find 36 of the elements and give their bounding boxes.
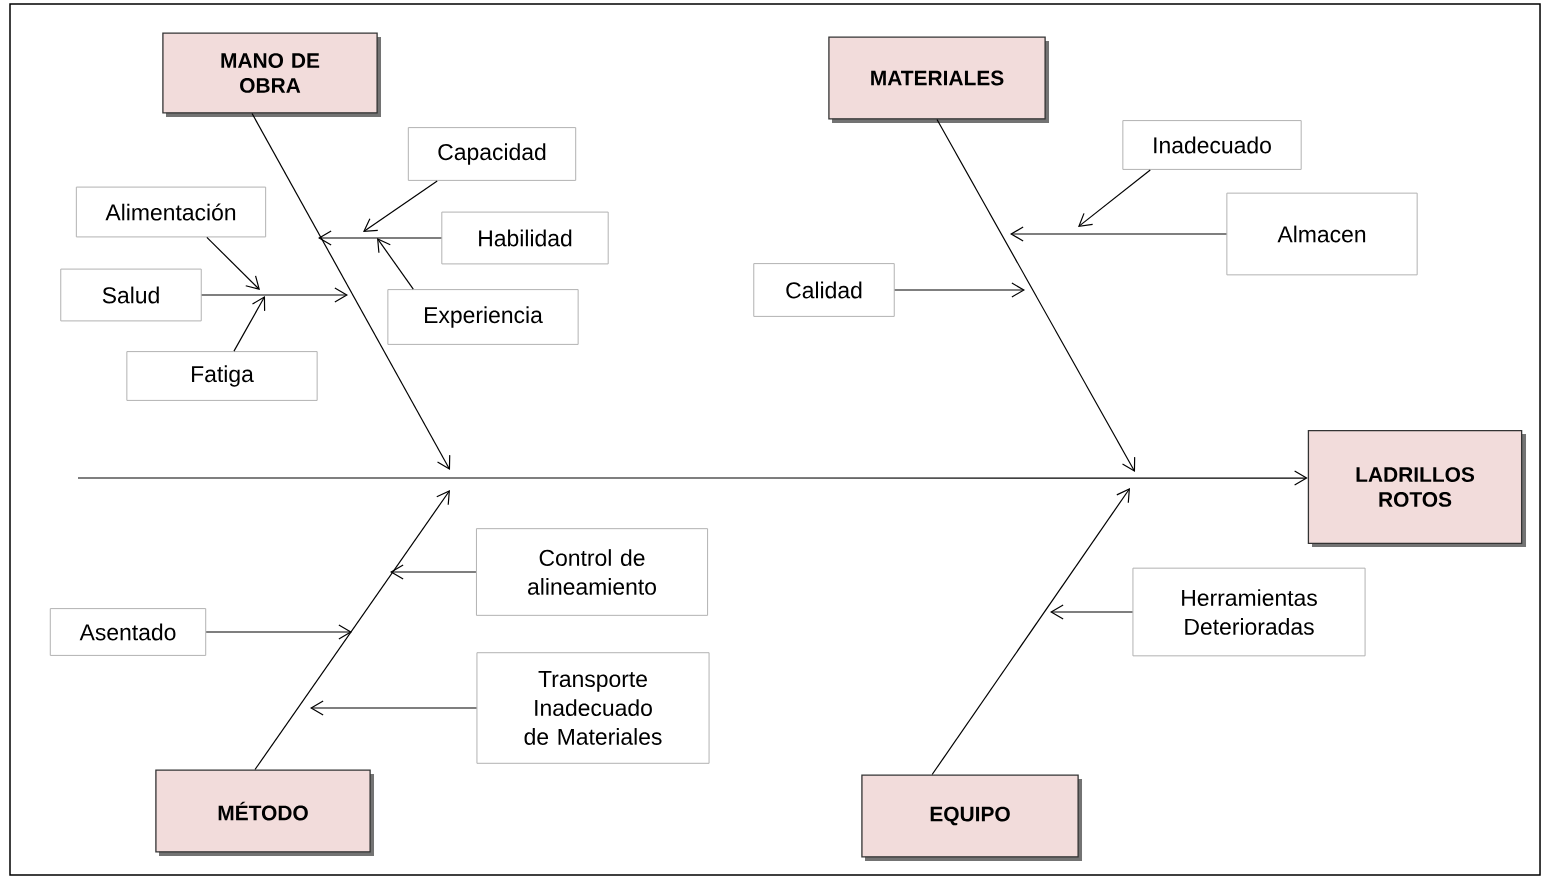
arrow: [205, 624, 352, 640]
cause-box: Alimentación: [75, 186, 267, 238]
category-box: EQUIPO: [861, 774, 1082, 861]
arrow: [254, 490, 450, 771]
category-box: LADRILLOS ROTOS: [1307, 430, 1526, 547]
cause-box: Asentado: [49, 608, 207, 656]
arrow: [310, 700, 478, 716]
cause-box: Inadecuado: [1122, 120, 1302, 170]
arrow: [251, 112, 451, 470]
arrow: [233, 296, 266, 352]
cause-box: Herramientas Deterioradas: [1132, 567, 1366, 657]
cause-box: Capacidad: [407, 127, 577, 181]
arrow: [318, 230, 442, 246]
cause-box: Control de alineamiento: [475, 528, 709, 616]
spine-arrow: [77, 470, 1308, 486]
category-box: MATERIALES: [828, 36, 1049, 123]
arrow: [1010, 226, 1227, 242]
cause-box: Transporte Inadecuado de Materiales: [476, 652, 710, 764]
cause-box: Fatiga: [126, 351, 318, 401]
arrow: [936, 118, 1136, 472]
cause-box: Salud: [60, 268, 202, 322]
arrow: [1078, 169, 1151, 227]
arrow: [1050, 604, 1134, 620]
cause-box: Habilidad: [441, 211, 609, 265]
arrow: [931, 488, 1130, 776]
arrow: [363, 180, 438, 232]
cause-box: Experiencia: [387, 289, 579, 345]
category-box: MANO DE OBRA: [162, 32, 381, 117]
arrow: [201, 287, 348, 303]
cause-box: Calidad: [753, 263, 895, 317]
arrow: [390, 564, 477, 580]
arrow: [377, 238, 414, 290]
category-box: MÉTODO: [155, 769, 374, 856]
cause-box: Almacen: [1226, 192, 1418, 276]
arrow: [894, 282, 1026, 298]
arrow: [206, 236, 260, 290]
